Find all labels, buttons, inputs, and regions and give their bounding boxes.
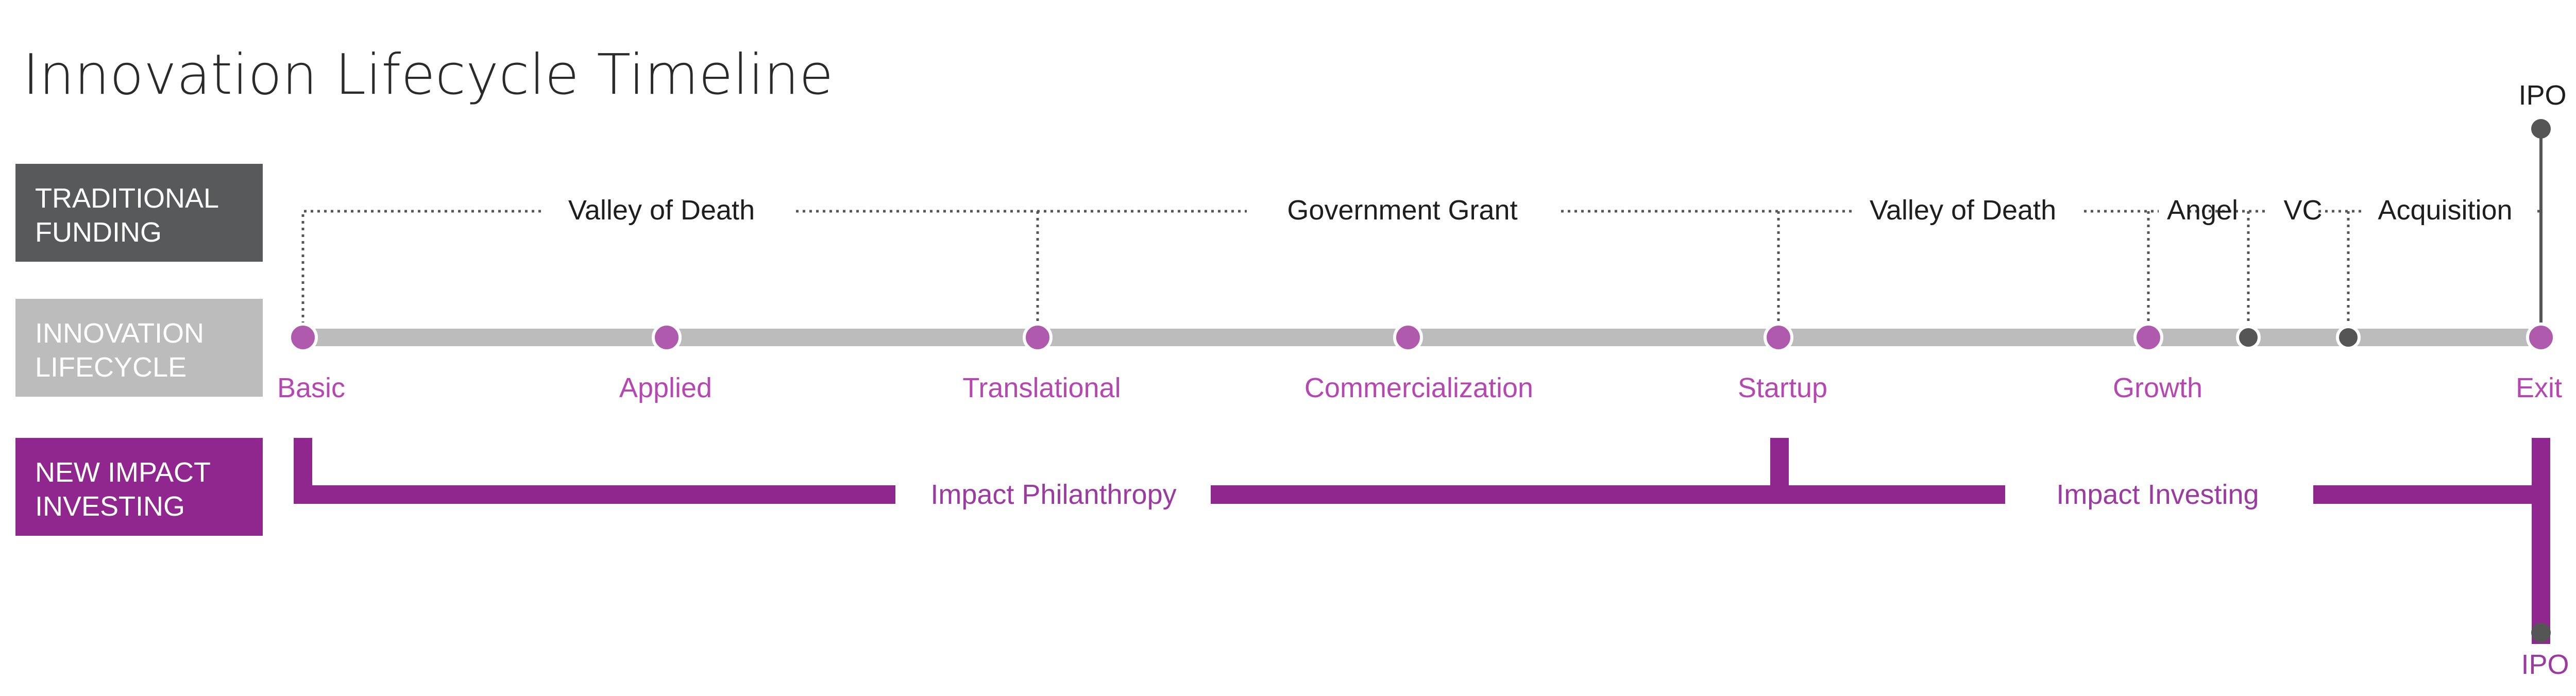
funding-label-government-grant: Government Grant [1287, 195, 1518, 226]
impact-label-philanthropy: Impact Philanthropy [930, 479, 1177, 510]
bracket-start-tick [294, 438, 312, 495]
stage-dots [288, 322, 2556, 352]
funding-label-acquisition: Acquisition [2378, 195, 2513, 226]
ipo-bottom-label: IPO [2521, 649, 2569, 680]
row-label-line: NEW IMPACT [35, 457, 211, 488]
stage-dot-basic [288, 322, 318, 352]
funding-label-angel: Angel [2166, 195, 2239, 226]
stage-label-growth: Growth [2112, 372, 2203, 403]
ipo-bottom-marker [2531, 623, 2551, 642]
stage-dot-growth [2133, 322, 2163, 352]
stage-label-exit: Exit [2515, 372, 2563, 403]
impact-label-investing: Impact Investing [2056, 479, 2259, 510]
funding-label-valley-of-death: Valley of Death [1869, 195, 2057, 226]
funding-label-vc: VC [2283, 195, 2323, 226]
stage-label-startup: Startup [1737, 372, 1828, 403]
bracket-segment [2313, 485, 2536, 504]
bracket-segment [1211, 485, 2005, 504]
funding-dotted-lines [301, 210, 2543, 337]
row-label-innovation-lifecycle: INNOVATION LIFECYCLE [15, 299, 263, 397]
stage-dot-startup [1764, 322, 1793, 352]
minor-dot-vc [2336, 325, 2361, 350]
stage-label-applied: Applied [619, 372, 713, 403]
row-label-line: FUNDING [35, 217, 162, 248]
row-label-traditional-funding: TRADITIONAL FUNDING [15, 164, 263, 262]
row-label-line: INVESTING [35, 491, 185, 522]
ipo-top-marker [2531, 119, 2551, 139]
stage-label-basic: Basic [277, 372, 346, 403]
stage-dot-commercialization [1393, 322, 1423, 352]
bracket-mid-tick [1770, 438, 1789, 495]
bracket-segment [294, 485, 895, 504]
row-label-line: LIFECYCLE [35, 352, 187, 383]
minor-dot-angel [2236, 325, 2261, 350]
row-label-new-impact-investing: NEW IMPACT INVESTING [15, 438, 263, 536]
row-label-line: TRADITIONAL [35, 183, 219, 214]
dotted-connector [301, 210, 541, 337]
stage-dot-applied [652, 322, 682, 352]
stage-label-commercialization: Commercialization [1304, 372, 1534, 403]
stage-dot-translational [1023, 322, 1053, 352]
ipo-top-label: IPO [2518, 80, 2567, 111]
stage-dot-exit [2526, 322, 2556, 352]
row-label-line: INNOVATION [35, 318, 205, 349]
impact-brackets [294, 438, 2550, 644]
funding-label-valley-of-death: Valley of Death [568, 195, 755, 226]
stage-label-translational: Translational [962, 372, 1121, 403]
page-title: Innovation Lifecycle Timeline [23, 43, 834, 107]
bracket-end-stem [2532, 438, 2550, 644]
